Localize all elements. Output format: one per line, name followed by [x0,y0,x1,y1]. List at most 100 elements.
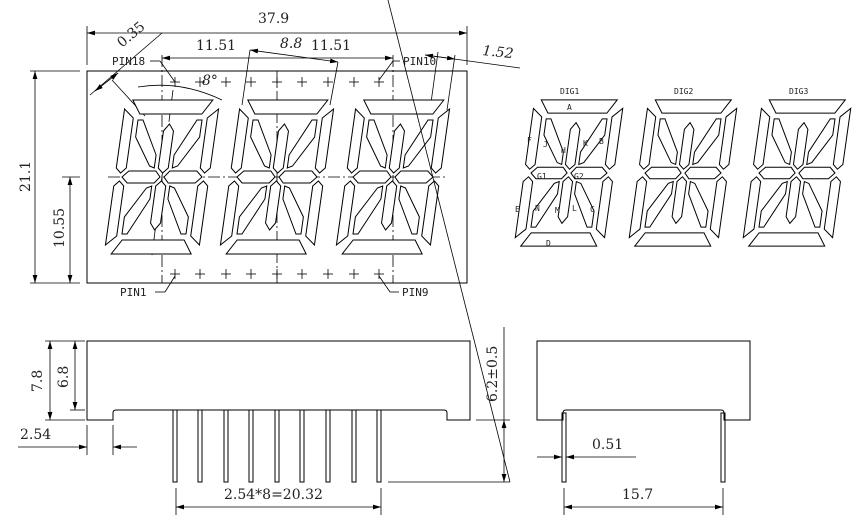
pin-marker [297,269,307,279]
segment-e [220,181,239,245]
segment-l [394,186,424,234]
offset-label: 1.52 [482,43,515,62]
segment-d [111,240,193,254]
pin-marker [349,269,359,279]
pin18-label: PIN18 [112,55,145,68]
segment-b [315,109,334,173]
seg-label-a: A [567,103,572,112]
segment-labels: A F J H K B G1 G2 E N M L C D [515,103,604,248]
segment-d [521,233,599,246]
segment-h [389,124,406,173]
dig2-label: DIG2 [674,87,693,96]
pin-width-label: 0.51 [592,437,623,453]
seg-label-k: K [583,139,588,148]
top-digit-1 [104,100,220,254]
segment-j [131,120,161,168]
segment-b [200,109,219,173]
end-body-outline [536,340,751,421]
pin-marker [221,269,231,279]
pin-marker [195,77,205,87]
dig1-diagram [514,100,624,246]
segment-g1 [236,171,276,183]
segment-f [347,109,366,173]
half-height-label: 10.55 [52,208,68,248]
segment-e [105,181,124,245]
end-pin-right [720,412,726,483]
segment-h [158,124,175,173]
dig3-diagram [742,100,852,246]
segment-diagram: DIG1 DIG2 DIG3 A F J H K B G1 G2 E N M L… [514,87,852,248]
pin-marker [297,77,307,87]
segment-d [749,233,827,246]
segment-l [278,186,308,234]
seg-label-j: J [543,140,548,149]
segment-k [287,120,317,168]
segment-a [539,100,617,113]
segment-m [150,181,167,230]
side-pin [299,409,305,483]
segment-l [798,182,826,228]
row-spacing-label: 15.7 [622,487,653,503]
segment-k [807,119,835,165]
segment-d [635,233,713,246]
segment-m [785,177,801,224]
seg-label-m: M [555,206,560,215]
pin-marker [323,269,333,279]
seg-label-d: D [546,239,551,248]
pin10-label: PIN10 [403,55,436,68]
seg-label-n: N [535,204,540,213]
dig3-label: DIG3 [789,87,808,96]
segment-n [353,186,383,234]
segment-g2 [570,167,608,178]
side-pin [223,409,229,483]
segment-e [336,181,355,245]
segment-f [525,108,543,169]
segment-a [362,100,444,114]
segment-d [342,240,424,254]
segment-a [131,100,213,114]
segment-n [759,182,787,228]
segment-k [579,119,607,165]
segment-h [273,124,290,173]
segment-c [189,181,208,245]
segment-g1 [530,167,568,178]
segment-b [431,109,450,173]
pin-marker [246,269,256,279]
segment-g2 [394,171,434,183]
pin-marker [323,77,333,87]
segment-j [246,120,276,168]
height-label: 21.1 [18,161,34,192]
segment-j [768,119,796,165]
digit-pitch-1-label: 11.51 [196,38,236,54]
segment-b [833,108,851,169]
segment-l [163,186,193,234]
pin-span-label: 2.54*8=20.32 [224,487,323,503]
segment-m [671,177,687,224]
segment-g1 [121,171,161,183]
segment-m [557,177,573,224]
end-pin-left [561,412,567,483]
end-view: 0.51 15.7 [536,340,751,515]
segment-g2 [278,171,318,183]
segment-h [793,123,809,170]
pin-marker [170,269,180,279]
side-pin [376,409,382,483]
segment-g1 [352,171,392,183]
segment-l [570,182,598,228]
segment-k [403,120,433,168]
segment-n [531,182,559,228]
segment-a [767,100,845,113]
segment-g2 [798,167,836,178]
body-height-label: 6.8 [56,366,72,388]
top-digit-2 [219,100,335,254]
segment-h [679,123,695,170]
chamfer-label: 0.35 [114,19,148,51]
edge-offset-label: 2.54 [20,427,51,443]
segment-g1 [758,167,796,178]
side-body-outline [86,340,471,421]
segment-c [595,177,613,238]
segment-a [246,100,328,114]
seg-label-e: E [515,205,520,214]
pin-marker [195,269,205,279]
segment-f [231,109,250,173]
